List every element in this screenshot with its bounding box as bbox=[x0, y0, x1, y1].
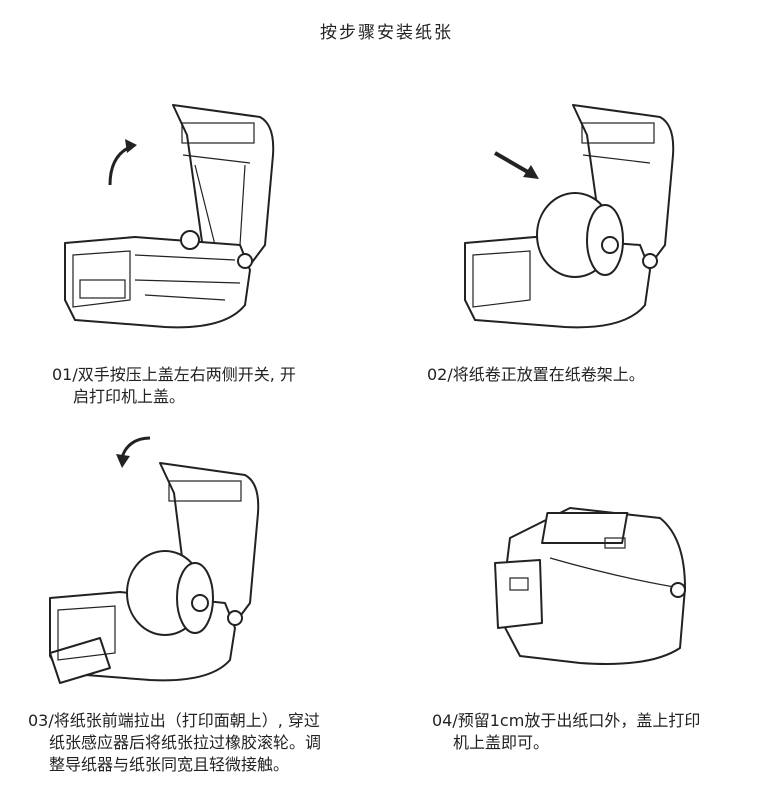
step1-caption: 01/双手按压上盖左右两侧开关, 开 启打印机上盖。 bbox=[52, 364, 296, 408]
page-title: 按步骤安装纸张 bbox=[320, 23, 453, 43]
step4-illustration bbox=[480, 498, 700, 678]
step3-line3: 整导纸器与纸张同宽且轻微接触。 bbox=[49, 755, 290, 774]
step4-line2: 机上盖即可。 bbox=[453, 733, 550, 752]
step3-caption: 03/将纸张前端拉出（打印面朝上）, 穿过 纸张感应器后将纸张拉过橡胶滚轮。调 … bbox=[28, 710, 321, 776]
step4-line1: 04/预留1cm放于出纸口外，盖上打印 bbox=[432, 711, 701, 730]
arrow-rotate-down-icon bbox=[120, 436, 151, 459]
step3-line2: 纸张感应器后将纸张拉过橡胶滚轮。调 bbox=[49, 733, 322, 752]
arrow-push-icon bbox=[493, 151, 535, 177]
step2-line1: 02/将纸卷正放置在纸卷架上。 bbox=[427, 365, 645, 384]
step4-caption: 04/预留1cm放于出纸口外，盖上打印 机上盖即可。 bbox=[432, 710, 700, 754]
step3-line1: 03/将纸张前端拉出（打印面朝上）, 穿过 bbox=[28, 711, 320, 730]
step1-line2: 启打印机上盖。 bbox=[73, 387, 186, 406]
step1-illustration bbox=[55, 95, 275, 335]
step2-caption: 02/将纸卷正放置在纸卷架上。 bbox=[427, 364, 645, 386]
step2-illustration bbox=[455, 95, 675, 335]
step3-illustration bbox=[40, 428, 270, 688]
step1-line1: 01/双手按压上盖左右两侧开关, 开 bbox=[52, 365, 296, 384]
